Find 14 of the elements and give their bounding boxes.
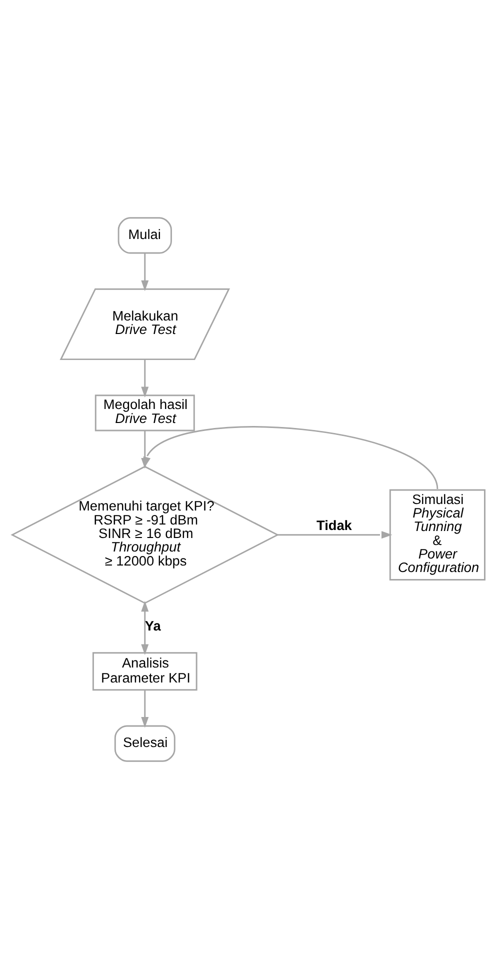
node-diamond: Memenuhi target KPI? RSRP ≥ -91 dBm SINR ≥ 16 dBm Throughput ≥ 12000 kbps — [10, 465, 280, 604]
node-box: Selesai — [114, 724, 176, 762]
node-box: Analisis Parameter KPI — [92, 652, 198, 690]
node-box: Simulasi Physical Tunning & Power Configuration — [389, 488, 486, 580]
edge-label: Tidak — [316, 518, 352, 533]
edge-label: Ya — [144, 618, 161, 634]
arrow — [143, 426, 438, 489]
arrow — [141, 600, 149, 655]
arrow — [141, 690, 149, 728]
node-box: Megolah hasil Drive Test — [94, 394, 195, 431]
arrow — [278, 530, 392, 538]
arrow — [141, 252, 149, 291]
node-box: Mulai — [118, 216, 172, 254]
arrow — [141, 358, 149, 398]
